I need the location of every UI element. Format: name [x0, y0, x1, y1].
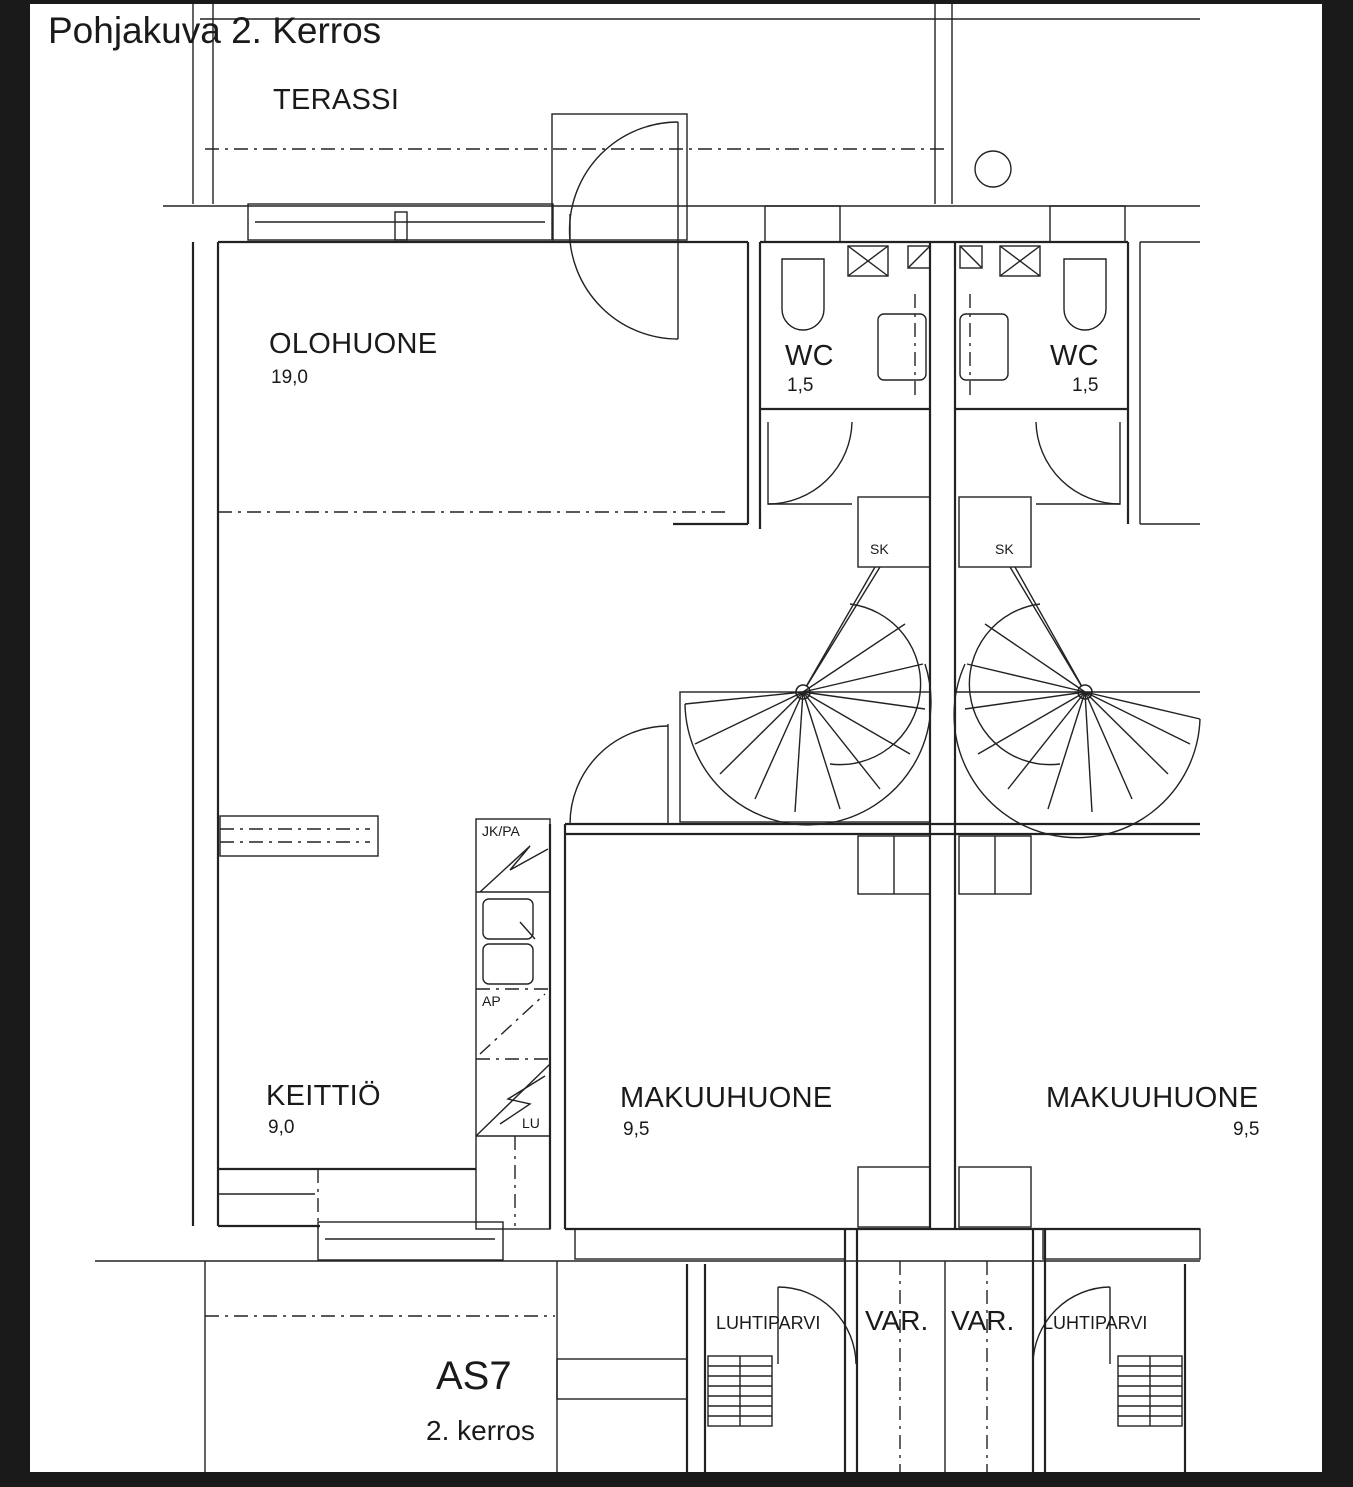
room-label-var-left: VAR. [865, 1305, 929, 1336]
fixture-label-jkpa: JK/PA [482, 823, 520, 839]
sk-cabinets [857, 496, 1032, 568]
room-area-keittio: 9,0 [268, 1117, 295, 1138]
room-label-luhtiparvi-right: LUHTIPARVI [1043, 1313, 1148, 1333]
room-label-keittio: KEITTIÖ [266, 1080, 381, 1112]
room-area-olohuone: 19,0 [271, 367, 308, 388]
fixture-label-sk-right: SK [995, 541, 1014, 557]
room-label-makuuhuone-right: MAKUUHUONE [1046, 1082, 1259, 1114]
spiral-stair-left [679, 566, 932, 826]
room-area-wc-right: 1,5 [1072, 375, 1099, 396]
floor-plan-drawing [95, 4, 1201, 1472]
room-label-makuuhuone-left: MAKUUHUONE [620, 1082, 833, 1114]
unit-code: AS7 [436, 1354, 512, 1398]
kitchen-counter [219, 815, 551, 1230]
room-label-olohuone: OLOHUONE [269, 328, 438, 360]
balcony-glazing [247, 113, 688, 340]
fixture-label-sk-left: SK [870, 541, 889, 557]
room-label-wc-right: WC [1050, 340, 1099, 372]
fixture-label-lu: LU [522, 1115, 540, 1131]
south-walls [95, 1167, 1201, 1472]
bedroom-walls [548, 724, 1200, 1229]
room-area-makuuhuone-right: 9,5 [1233, 1119, 1260, 1140]
unit-floor: 2. kerros [426, 1415, 535, 1446]
room-area-makuuhuone-left: 9,5 [623, 1119, 650, 1140]
wc-block [758, 205, 1200, 1229]
exterior-walls [191, 240, 750, 1226]
room-label-luhtiparvi-left: LUHTIPARVI [716, 1313, 821, 1333]
floor-plan-sheet: Pohjakuva 2. Kerros TERASSI OLOHUONE 19,… [30, 4, 1322, 1472]
room-label-var-right: VAR. [951, 1305, 1015, 1336]
luhtiparvi-area [685, 1229, 1187, 1472]
room-label-terassi: TERASSI [273, 84, 400, 116]
spiral-stair-right [953, 566, 1201, 839]
room-label-wc-left: WC [785, 340, 834, 372]
room-area-wc-left: 1,5 [787, 375, 814, 396]
fixture-label-ap: AP [482, 993, 501, 1009]
sheet-title: Pohjakuva 2. Kerros [48, 10, 382, 51]
terrace-frame [163, 4, 1200, 207]
